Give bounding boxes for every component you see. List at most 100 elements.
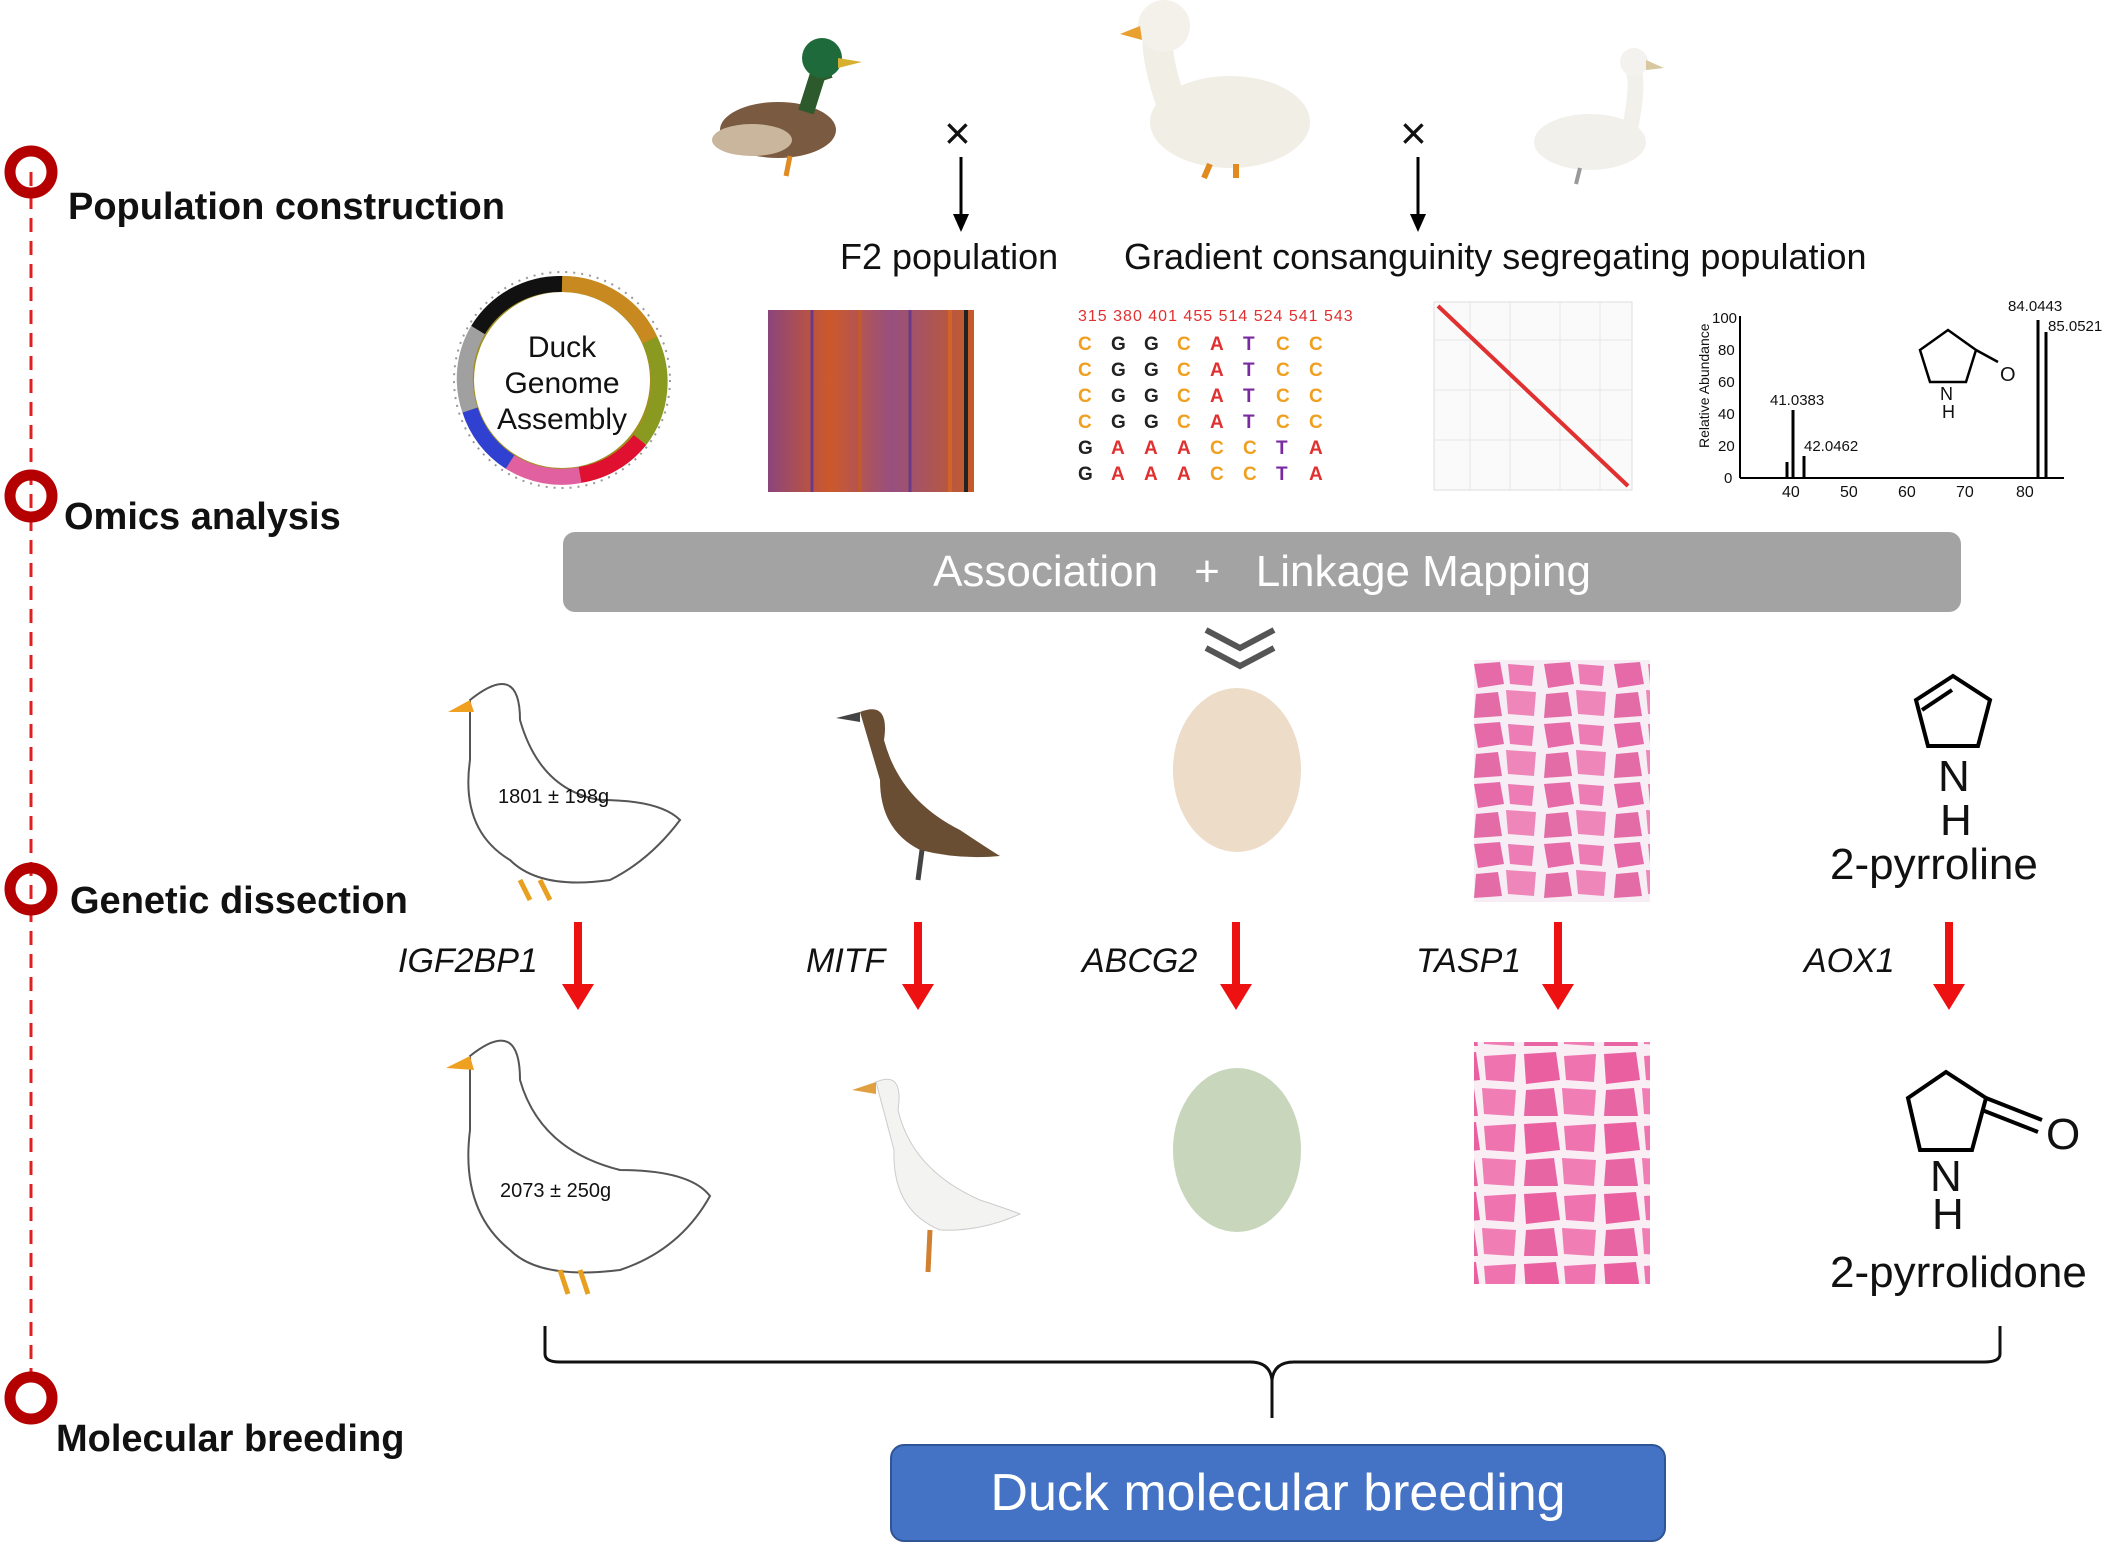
- grouping-brace: [543, 1326, 2002, 1418]
- x-tick: 80: [2016, 484, 2034, 501]
- snp-base: T: [1276, 438, 1288, 459]
- snp-base: C: [1177, 386, 1191, 407]
- gradient-population-caption: Gradient consanguinity segregating popul…: [1124, 236, 1867, 277]
- mass-spectrum: [1739, 316, 2064, 479]
- atom-label: O: [2000, 364, 2016, 386]
- atom-label: H: [1932, 1190, 1964, 1239]
- y-tick: 80: [1718, 342, 1735, 359]
- brown-duck-image: [836, 709, 1000, 881]
- weight-after: 2073 ± 250g: [500, 1180, 612, 1202]
- method-banner: Association + Linkage Mapping: [563, 532, 1961, 612]
- stage-molecular-breeding: Molecular breeding: [56, 1418, 405, 1460]
- atom-label: N: [1938, 752, 1970, 801]
- y-tick: 100: [1712, 310, 1738, 327]
- atom-label: N: [1940, 384, 1953, 404]
- mallard-duck-image: [712, 38, 862, 177]
- snp-base: T: [1243, 360, 1255, 381]
- cross-symbol-2: ×: [1400, 107, 1427, 159]
- atom-label: N: [1930, 1152, 1962, 1201]
- stage-omics-analysis: Omics analysis: [64, 496, 341, 538]
- snp-base: C: [1177, 412, 1191, 433]
- snp-base: C: [1078, 360, 1092, 381]
- timeline-node-1: [4, 145, 58, 199]
- muscle-histology-after: [1474, 1042, 1650, 1284]
- snp-base: G: [1144, 360, 1159, 381]
- atom-label: O: [2046, 1110, 2081, 1159]
- snp-base: A: [1210, 334, 1224, 355]
- snp-base: A: [1309, 464, 1323, 485]
- snp-base: C: [1309, 412, 1323, 433]
- y-tick: 0: [1724, 470, 1733, 487]
- timeline-node-3: [4, 862, 58, 916]
- egg-white-shell: [1173, 688, 1301, 852]
- timeline-node-4: [4, 1371, 58, 1425]
- snp-base: T: [1243, 386, 1255, 407]
- snp-base: C: [1309, 334, 1323, 355]
- snp-base: G: [1111, 360, 1126, 381]
- snp-base: A: [1210, 386, 1224, 407]
- pyrroline-structure: [1913, 673, 1993, 748]
- snp-base: G: [1111, 412, 1126, 433]
- snp-base: C: [1078, 412, 1092, 433]
- snp-base: G: [1111, 386, 1126, 407]
- atom-label: H: [1942, 402, 1955, 422]
- gene-igf2bp1: IGF2BP1: [398, 942, 538, 980]
- duck-outline-after: [446, 1039, 712, 1295]
- pekin-duck-image: [1120, 0, 1310, 180]
- timeline-node-2: [4, 469, 58, 523]
- snp-base: C: [1276, 386, 1290, 407]
- snp-base: G: [1144, 386, 1159, 407]
- genome-assembly-ring: [453, 271, 671, 489]
- y-tick: 60: [1718, 374, 1735, 391]
- linkage-matrix: [1433, 301, 1633, 491]
- snp-base: A: [1144, 464, 1158, 485]
- x-tick: 70: [1956, 484, 1974, 501]
- stage-genetic-dissection: Genetic dissection: [70, 880, 408, 922]
- egg-green-shell: [1173, 1068, 1301, 1232]
- snp-base: C: [1276, 334, 1290, 355]
- molecule-pyrrolidone: 2-pyrrolidone: [1830, 1248, 2087, 1297]
- timeline: [4, 145, 58, 1425]
- snp-base: C: [1210, 438, 1224, 459]
- genotype-heatmap: [768, 310, 974, 492]
- x-tick: 50: [1840, 484, 1858, 501]
- snp-base: A: [1210, 360, 1224, 381]
- gene-arrows: [562, 922, 1965, 1010]
- snp-base: C: [1177, 334, 1191, 355]
- snp-base: A: [1111, 438, 1125, 459]
- snp-base: T: [1276, 464, 1288, 485]
- snp-base: G: [1078, 438, 1093, 459]
- f2-population-caption: F2 population: [840, 236, 1059, 277]
- weight-before: 1801 ± 198g: [498, 786, 610, 808]
- cross-symbol-1: ×: [944, 107, 971, 159]
- snp-base: C: [1243, 464, 1257, 485]
- snp-base: A: [1210, 412, 1224, 433]
- snp-base: A: [1177, 464, 1191, 485]
- snp-positions: 315 380 401 455 514 524 541 543: [1078, 308, 1354, 325]
- snp-base: T: [1243, 412, 1255, 433]
- snp-base: G: [1078, 464, 1093, 485]
- gene-mitf: MITF: [806, 942, 886, 980]
- molecule-pyrroline: 2-pyrroline: [1830, 840, 2038, 889]
- gene-tasp1: TASP1: [1416, 942, 1522, 980]
- snp-base: C: [1078, 386, 1092, 407]
- y-tick: 40: [1718, 406, 1735, 423]
- pyrrolidone-structure: [1905, 1069, 2043, 1152]
- peak-label: 84.0443: [2008, 298, 2063, 315]
- y-tick: 20: [1718, 438, 1735, 455]
- snp-base: G: [1111, 334, 1126, 355]
- snp-base: C: [1309, 360, 1323, 381]
- genome-label: Duck Genome Assembly: [496, 331, 628, 436]
- snp-base: C: [1177, 360, 1191, 381]
- peak-label: 85.0521: [2048, 318, 2103, 335]
- gene-abcg2: ABCG2: [1082, 942, 1198, 980]
- snp-base: A: [1177, 438, 1191, 459]
- snp-base: C: [1243, 438, 1257, 459]
- white-duck-image: [1534, 48, 1664, 185]
